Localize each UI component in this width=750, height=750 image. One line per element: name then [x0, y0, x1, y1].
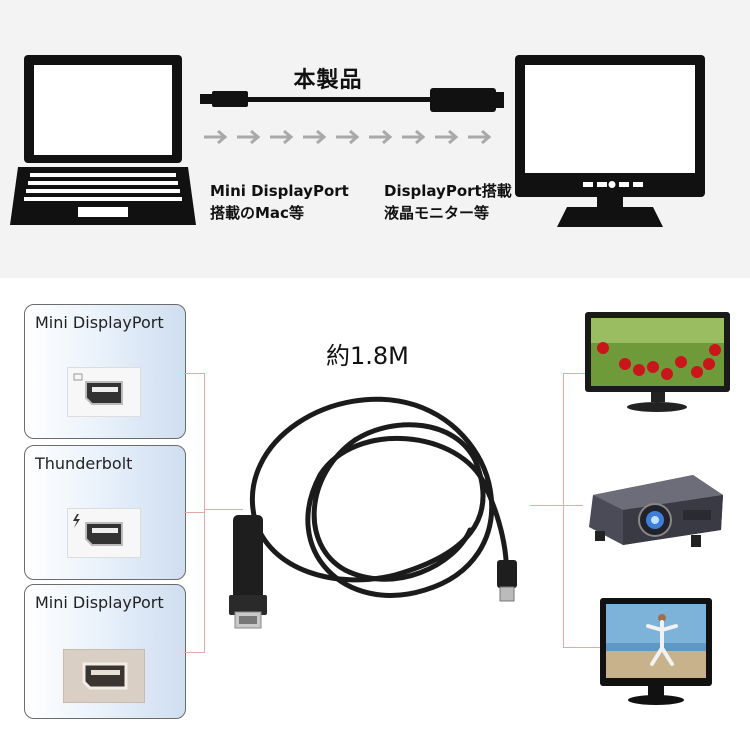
- arrow-icon: [402, 129, 426, 145]
- arrow-icon: [468, 129, 492, 145]
- connector-line: [563, 373, 564, 648]
- arrow-icon: [435, 129, 459, 145]
- connector-line: [184, 652, 204, 653]
- connector-line: [530, 505, 564, 506]
- source-caption: Mini DisplayPort 搭載のMac等: [210, 180, 349, 224]
- arrow-icon: [270, 129, 294, 145]
- source-caption-line1: Mini DisplayPort: [210, 182, 349, 200]
- connector-line: [205, 509, 243, 510]
- port-card-mini-displayport-2: Mini DisplayPort: [24, 584, 186, 719]
- cable-diagram-icon: [200, 88, 504, 112]
- laptop-icon: [10, 55, 196, 225]
- target-caption-line2: 液晶モニター等: [384, 204, 490, 222]
- port-card-title: Thunderbolt: [35, 454, 133, 473]
- monitor-icon: [515, 55, 705, 227]
- arrow-icon: [336, 129, 360, 145]
- port-card-title: Mini DisplayPort: [35, 313, 164, 332]
- port-card-title: Mini DisplayPort: [35, 593, 164, 612]
- target-caption-line1: DisplayPort搭載: [384, 182, 512, 200]
- port-card-thunderbolt: Thunderbolt: [24, 445, 186, 580]
- cable-photo: [229, 396, 517, 629]
- cable-length-label: 約1.8M: [326, 342, 409, 370]
- connector-line: [563, 647, 603, 648]
- lcd-monitor-icon: [585, 312, 730, 412]
- port-card-mini-displayport: Mini DisplayPort: [24, 304, 186, 439]
- arrow-icon: [237, 129, 261, 145]
- mini-displayport-icon: [67, 367, 141, 417]
- mini-displayport-icon: [63, 649, 145, 703]
- connector-line: [184, 373, 204, 374]
- source-caption-line2: 搭載のMac等: [210, 204, 304, 222]
- arrow-icon: [204, 129, 228, 145]
- projector-icon: [589, 475, 723, 547]
- product-label: 本製品: [293, 68, 363, 93]
- connector-line: [563, 373, 585, 374]
- connector-line: [184, 512, 204, 513]
- arrow-icon: [303, 129, 327, 145]
- connector-line: [563, 505, 583, 506]
- signal-arrows: [204, 129, 492, 145]
- thunderbolt-icon: [67, 508, 141, 558]
- connector-line: [204, 373, 205, 653]
- monitor-icon: [600, 598, 712, 705]
- arrow-icon: [369, 129, 393, 145]
- target-caption: DisplayPort搭載 液晶モニター等: [384, 180, 512, 224]
